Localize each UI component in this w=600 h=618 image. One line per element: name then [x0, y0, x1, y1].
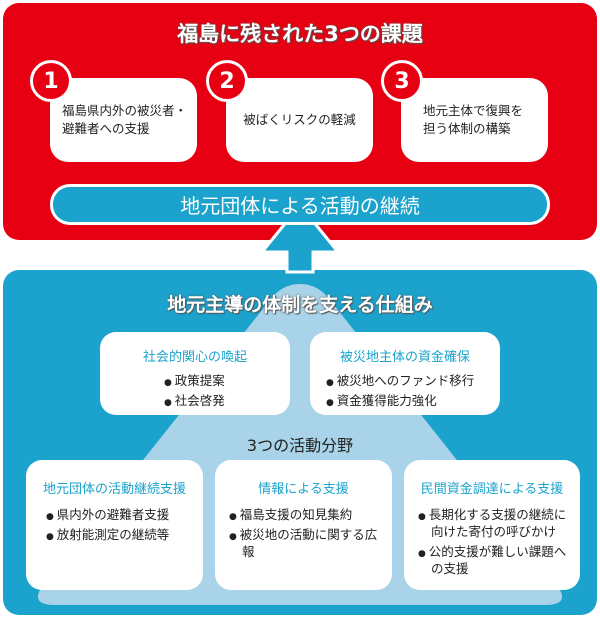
bullet-item: 被災地へのファンド移行	[326, 373, 488, 390]
bullet-item: 資金獲得能力強化	[326, 393, 488, 410]
bullet-item: 公的支援が難しい課題への支援	[418, 544, 568, 578]
activity-card-private-funding: 民間資金調達による支援 長期化する支援の継続に向けた寄付の呼びかけ公的支援が難し…	[404, 460, 580, 590]
challenge-card-1: 福島県内外の被災者・避難者への支援	[50, 78, 197, 162]
card-heading: 社会的関心の喚起	[142, 350, 247, 365]
challenge-text: 福島県内外の被災者・避難者への支援	[62, 102, 188, 136]
activity-areas-title: 3つの活動分野	[246, 436, 354, 455]
card-heading: 情報による支援	[258, 482, 349, 497]
bullet-item: 政策提案	[164, 373, 278, 390]
challenge-card-2: 被ばくリスクの軽減	[226, 78, 373, 162]
up-arrow-icon	[258, 202, 342, 274]
number-badge-3: 3	[381, 60, 423, 102]
support-card-funding: 被災地主体の資金確保 被災地へのファンド移行資金獲得能力強化	[310, 332, 500, 415]
challenge-text: 地元主体で復興を担う体制の構築	[423, 102, 524, 136]
bullet-item: 放射能測定の継続等	[46, 527, 191, 544]
number-badge-1: 1	[30, 60, 72, 102]
card-heading: 被災地主体の資金確保	[339, 350, 470, 365]
card-heading: 地元団体の活動継続支援	[42, 482, 186, 497]
activity-card-information: 情報による支援 福島支援の知見集約被災地の活動に関する広報	[215, 460, 392, 590]
support-card-awareness: 社会的関心の喚起 政策提案社会啓発	[100, 332, 290, 415]
bullet-item: 社会啓発	[164, 393, 278, 410]
challenge-text: 被ばくリスクの軽減	[243, 111, 356, 127]
challenge-card-3: 地元主体で復興を担う体制の構築	[401, 78, 548, 162]
framework-title: 地元主導の体制を支える仕組み	[167, 294, 433, 316]
bullet-item: 被災地の活動に関する広報	[229, 527, 380, 561]
goal-banner: 地元団体による活動の継続	[50, 184, 550, 225]
bullet-item: 県内外の避難者支援	[46, 507, 191, 524]
bullet-item: 福島支援の知見集約	[229, 507, 380, 524]
activity-card-local-groups: 地元団体の活動継続支援 県内外の避難者支援放射能測定の継続等	[26, 460, 203, 590]
bullet-item: 長期化する支援の継続に向けた寄付の呼びかけ	[418, 507, 568, 541]
challenges-title: 福島に残された3つの課題	[177, 22, 423, 46]
number-badge-2: 2	[206, 60, 248, 102]
card-heading: 民間資金調達による支援	[420, 482, 564, 497]
